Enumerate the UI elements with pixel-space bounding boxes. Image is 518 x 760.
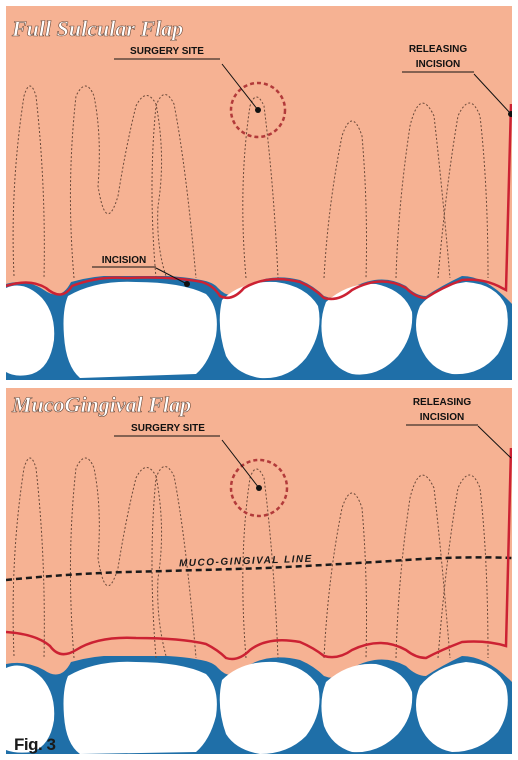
tooth-crown-2: [64, 662, 217, 754]
releasing-label-line2: INCISION: [420, 412, 464, 423]
mucogingival-flap-panel: MucoGingival Flap SURGERY SITE RELEASING…: [6, 388, 512, 754]
full-sulcular-flap-illustration: Full Sulcular Flap SURGERY SITE RELEASIN…: [6, 6, 512, 380]
tooth-crown-2: [64, 282, 217, 378]
surgery-site-label: SURGERY SITE: [130, 46, 204, 57]
mucogingival-flap-illustration: MucoGingival Flap SURGERY SITE RELEASING…: [6, 388, 512, 754]
releasing-label-line1: RELEASING: [413, 397, 472, 408]
panel-title: MucoGingival Flap: [11, 392, 191, 417]
incision-label: INCISION: [102, 255, 146, 266]
figure-label: Fig. 3: [14, 735, 55, 755]
panel-title: Full Sulcular Flap: [11, 16, 183, 41]
releasing-label-line2: INCISION: [416, 59, 460, 70]
full-sulcular-flap-panel: Full Sulcular Flap SURGERY SITE RELEASIN…: [6, 6, 512, 380]
surgery-site-label: SURGERY SITE: [131, 423, 205, 434]
releasing-label-line1: RELEASING: [409, 44, 468, 55]
